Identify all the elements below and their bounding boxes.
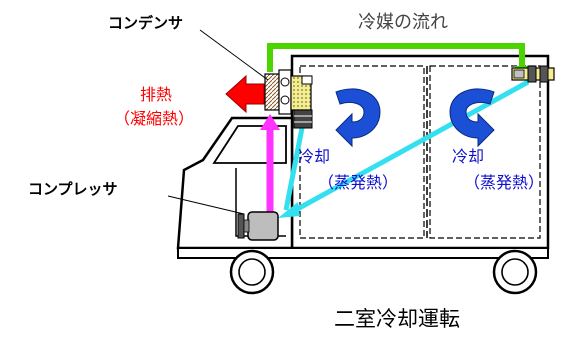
condenser-unit bbox=[264, 69, 292, 115]
suction-arrow-head bbox=[278, 202, 300, 218]
suction-line-front bbox=[283, 127, 305, 211]
discharge-arrow-head bbox=[260, 114, 280, 130]
diagram-caption: 二室冷却運転 bbox=[334, 307, 460, 331]
front-evaporator-unit bbox=[290, 75, 313, 129]
rear-compartment bbox=[429, 65, 541, 239]
truck-chassis bbox=[177, 247, 549, 259]
condenser-leader-line bbox=[199, 29, 269, 81]
airflow-arrow-rear bbox=[449, 88, 495, 148]
compressor-label: コンプレッサ bbox=[28, 180, 118, 198]
front-wheel bbox=[229, 249, 275, 295]
compressor-leader-line bbox=[167, 195, 245, 215]
exhaust-heat-sublabel: （凝縮熱） bbox=[114, 109, 194, 128]
cooling-front-sublabel: （蒸発熱） bbox=[318, 173, 398, 192]
cargo-box bbox=[290, 54, 550, 250]
front-compartment bbox=[299, 65, 425, 239]
refrigerant-liquid-line bbox=[267, 43, 525, 72]
cooling-front-label: 冷却 bbox=[298, 147, 330, 166]
refrigerant-flow-label: 冷媒の流れ bbox=[358, 12, 448, 33]
cooling-rear-sublabel: （蒸発熱） bbox=[464, 173, 544, 192]
cooling-rear-label: 冷却 bbox=[452, 147, 484, 166]
exhaust-heat-arrow bbox=[225, 74, 265, 114]
rear-wheel bbox=[492, 249, 538, 295]
condenser-label: コンデンサ bbox=[108, 14, 183, 32]
rear-evaporator-unit bbox=[511, 65, 555, 83]
airflow-arrow-front bbox=[335, 88, 381, 148]
compressor-unit bbox=[237, 211, 279, 241]
exhaust-heat-label: 排熱 bbox=[140, 85, 172, 104]
